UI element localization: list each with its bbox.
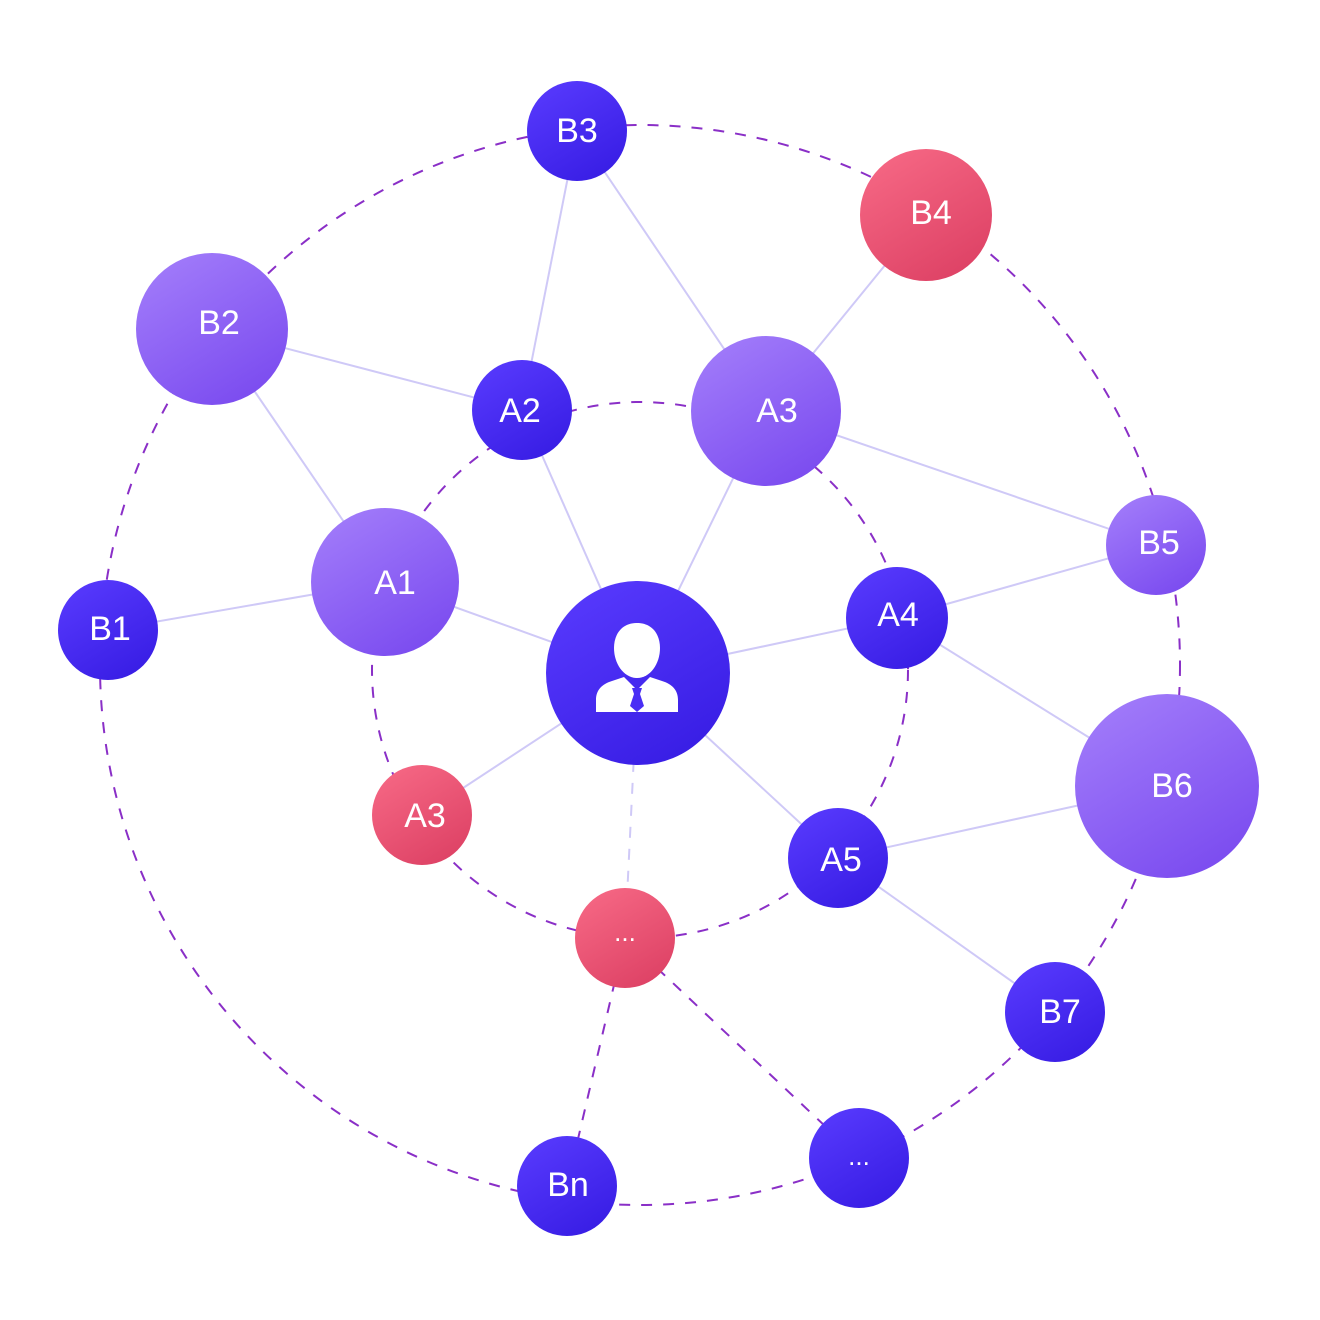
node-a4-label: A4 <box>877 596 919 634</box>
node-b1[interactable]: B1 <box>58 580 158 680</box>
node-a1-label: A1 <box>374 564 416 602</box>
node-dots-inner[interactable]: ... <box>575 888 675 988</box>
node-a2[interactable]: A2 <box>472 360 572 460</box>
node-a2-label: A2 <box>499 392 541 430</box>
node-b2[interactable]: B2 <box>136 253 288 405</box>
node-bn-label: Bn <box>547 1166 589 1204</box>
node-b7-label: B7 <box>1039 993 1081 1031</box>
node-a3-top[interactable]: A3 <box>691 336 841 486</box>
node-b7[interactable]: B7 <box>1005 962 1105 1062</box>
node-b5[interactable]: B5 <box>1106 495 1206 595</box>
node-a5[interactable]: A5 <box>788 808 888 908</box>
node-b4-label: B4 <box>910 194 952 232</box>
node-dots-outer-label: ... <box>848 1141 870 1171</box>
node-b2-label: B2 <box>198 304 240 342</box>
node-b6-label: B6 <box>1151 767 1193 805</box>
node-bn[interactable]: Bn <box>517 1136 617 1236</box>
node-b4[interactable]: B4 <box>860 149 992 281</box>
user-business-icon <box>596 623 678 712</box>
node-a5-label: A5 <box>820 841 862 879</box>
node-dots-inner-label: ... <box>614 917 636 947</box>
node-a3-top-label: A3 <box>756 392 798 430</box>
node-a3-bottom[interactable]: A3 <box>372 765 472 865</box>
node-a1[interactable]: A1 <box>311 508 459 656</box>
node-a3-bottom-label: A3 <box>404 797 446 835</box>
node-b6[interactable]: B6 <box>1075 694 1259 878</box>
node-b5-label: B5 <box>1138 524 1180 562</box>
node-dots-outer[interactable]: ... <box>809 1108 909 1208</box>
center-node[interactable] <box>546 581 730 765</box>
node-b3[interactable]: B3 <box>527 81 627 181</box>
node-a4[interactable]: A4 <box>846 567 948 669</box>
link-dots-dots <box>624 937 860 1159</box>
node-b1-label: B1 <box>89 610 131 648</box>
node-b3-label: B3 <box>556 112 598 150</box>
